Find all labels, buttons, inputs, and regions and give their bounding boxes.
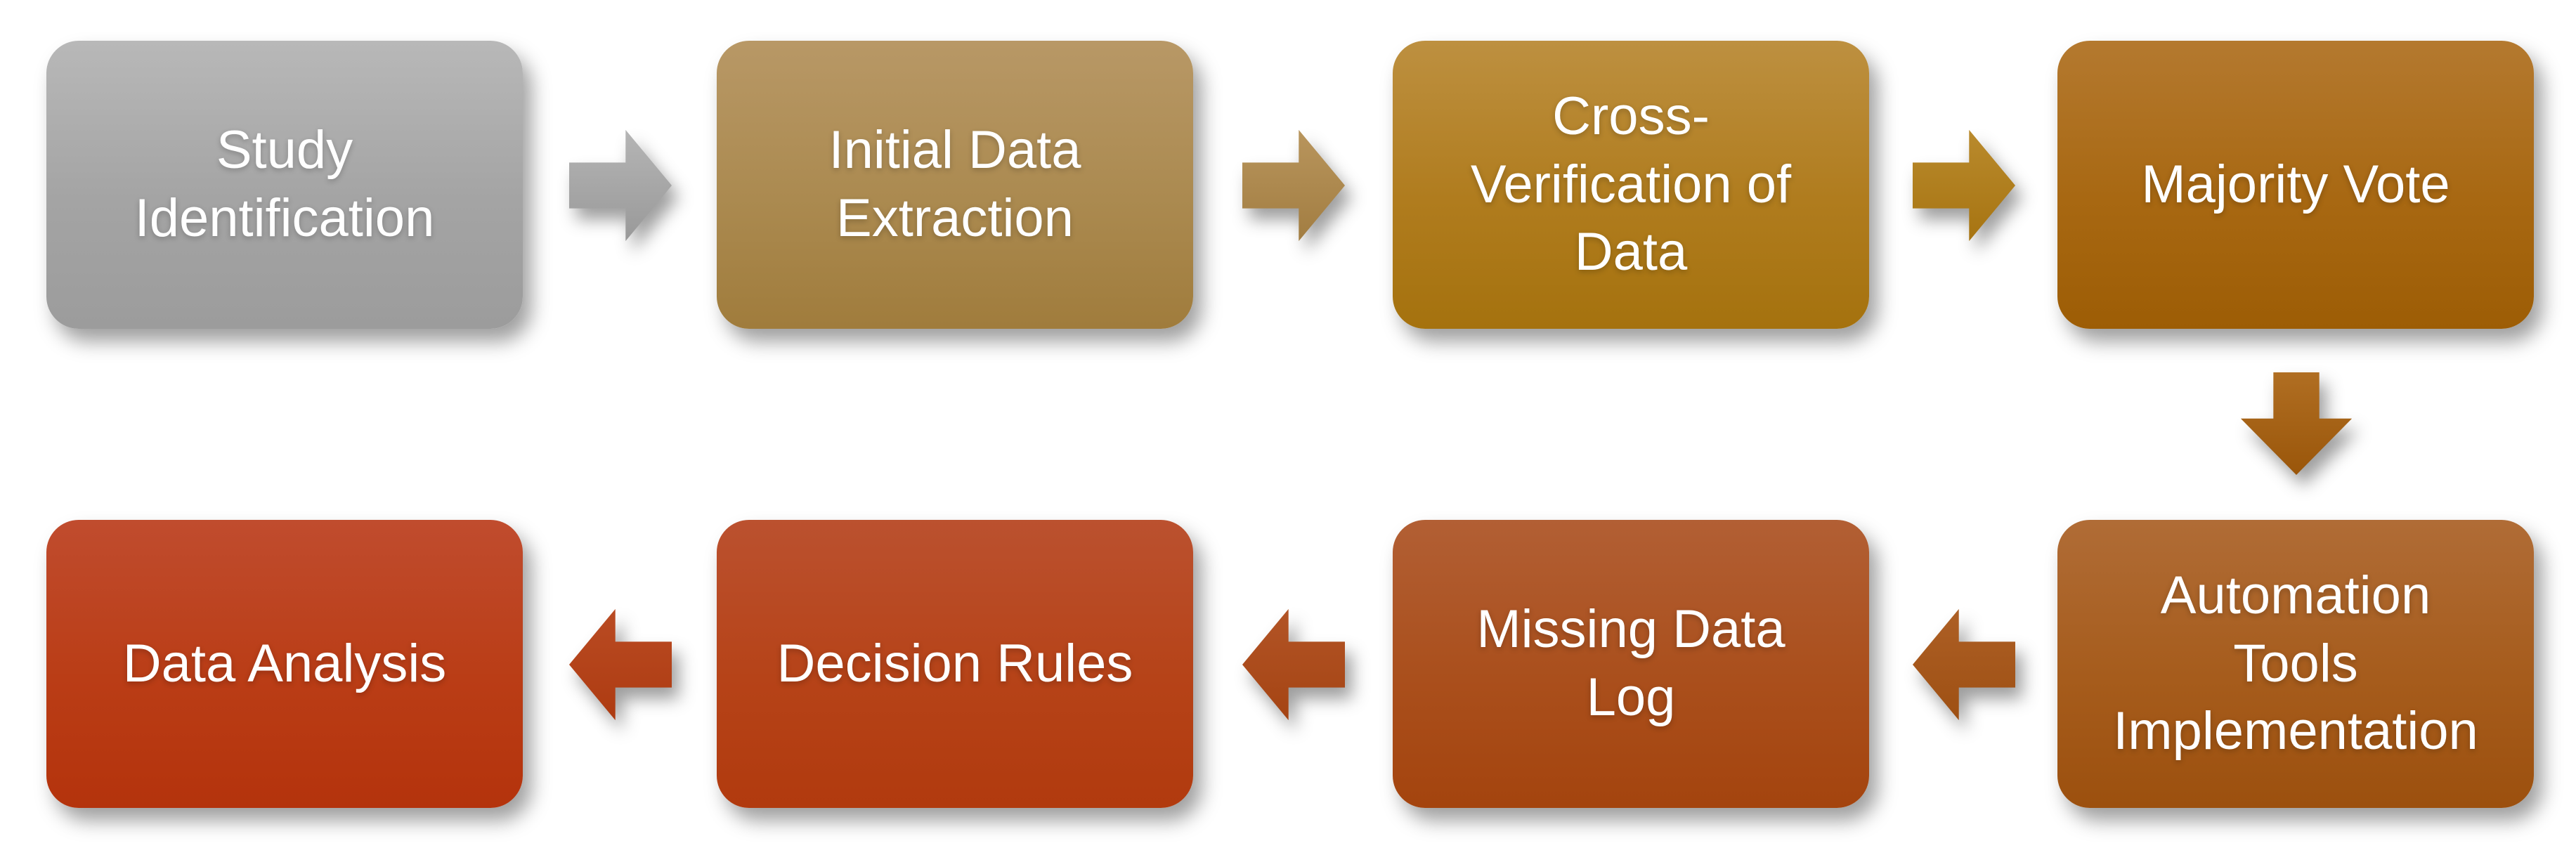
- arrow-right-shape: [1913, 129, 2015, 242]
- arrow-right-shape: [1242, 129, 1345, 242]
- arrow-left-shape: [569, 608, 672, 721]
- arrow-left-icon: [1242, 604, 1345, 725]
- flow-node-majority-vote: Majority Vote: [2057, 41, 2534, 329]
- flow-node-data-analysis: Data Analysis: [46, 520, 523, 808]
- arrow-right-icon: [1242, 125, 1345, 246]
- arrow-down-icon: [2236, 372, 2357, 475]
- flow-node-decision-rules: Decision Rules: [717, 520, 1193, 808]
- arrow-left-shape: [1913, 608, 2015, 721]
- flow-node-label: Data Analysis: [122, 633, 447, 693]
- arrow-left-shape: [1242, 608, 1345, 721]
- flow-node-cross-verification-of-data: Cross-Verification of Data: [1393, 41, 1869, 329]
- arrow-right-icon: [569, 125, 672, 246]
- arrow-down-shape: [2240, 372, 2353, 475]
- arrow-right-shape: [569, 129, 672, 242]
- flow-node-label: Missing Data Log: [1476, 599, 1785, 727]
- flow-node-label: Initial Data Extraction: [828, 120, 1081, 248]
- arrow-right-icon: [1913, 125, 2015, 246]
- flow-node-label: Decision Rules: [776, 633, 1133, 693]
- flow-node-automation-tools-implementation: Automation Tools Implementation: [2057, 520, 2534, 808]
- flow-node-label: Majority Vote: [2141, 154, 2450, 214]
- flow-node-missing-data-log: Missing Data Log: [1393, 520, 1869, 808]
- flow-node-label: Cross-Verification of Data: [1470, 86, 1792, 282]
- arrow-left-icon: [569, 604, 672, 725]
- flow-node-label: Study Identification: [134, 120, 435, 248]
- flow-node-initial-data-extraction: Initial Data Extraction: [717, 41, 1193, 329]
- flow-node-label: Automation Tools Implementation: [2113, 566, 2478, 762]
- flow-node-study-identification: Study Identification: [46, 41, 523, 329]
- arrow-left-icon: [1913, 604, 2015, 725]
